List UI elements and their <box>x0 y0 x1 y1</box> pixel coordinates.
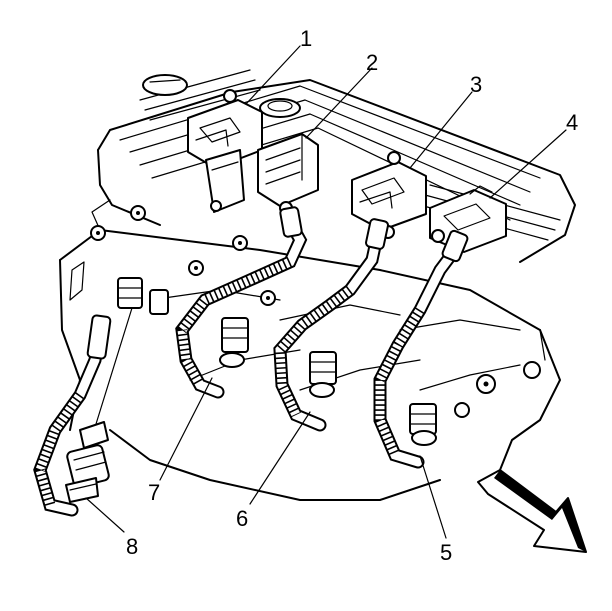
plug-boot-8 <box>86 314 112 360</box>
bolt <box>90 225 106 241</box>
callout-8: 8 <box>126 534 138 559</box>
coil-boot <box>441 229 469 263</box>
bolt <box>260 290 276 306</box>
oil-filler-cap <box>259 98 301 118</box>
callout-6: 6 <box>236 506 248 531</box>
pcv-fitting <box>142 74 188 96</box>
callout-5: 5 <box>440 540 452 565</box>
spark-plug-8-installed <box>117 277 169 315</box>
spark-plug-5 <box>409 403 437 446</box>
ignition-coil-1 <box>187 89 263 213</box>
callout-3: 3 <box>470 72 482 97</box>
bolt <box>232 235 248 251</box>
callout-4: 4 <box>566 110 578 135</box>
spark-plug-wire-5 <box>373 239 465 469</box>
ignition-coil-4 <box>429 185 507 253</box>
spark-plug-6 <box>309 351 337 398</box>
callout-1: 1 <box>300 26 312 51</box>
bolt <box>454 402 470 418</box>
spark-plug-wire-8 <box>33 323 107 517</box>
ignition-coil-2 <box>257 133 319 215</box>
coil-boot <box>279 206 303 238</box>
bolt <box>188 260 204 276</box>
spark-plug-wire-7 <box>175 215 308 399</box>
spark-plug-8 <box>65 421 110 503</box>
front-direction-arrow <box>477 469 587 553</box>
bolt <box>523 361 541 379</box>
ignition-coil-3 <box>351 151 427 239</box>
spark-plug-wire-6 <box>273 225 385 432</box>
coil-boot <box>365 218 389 250</box>
bolt <box>476 374 496 394</box>
alignment-line-8 <box>95 307 133 425</box>
leader-lines <box>85 45 567 539</box>
callout-2: 2 <box>366 50 378 75</box>
bolt <box>130 205 146 221</box>
callout-7: 7 <box>148 480 160 505</box>
spark-plug-7 <box>219 317 249 368</box>
